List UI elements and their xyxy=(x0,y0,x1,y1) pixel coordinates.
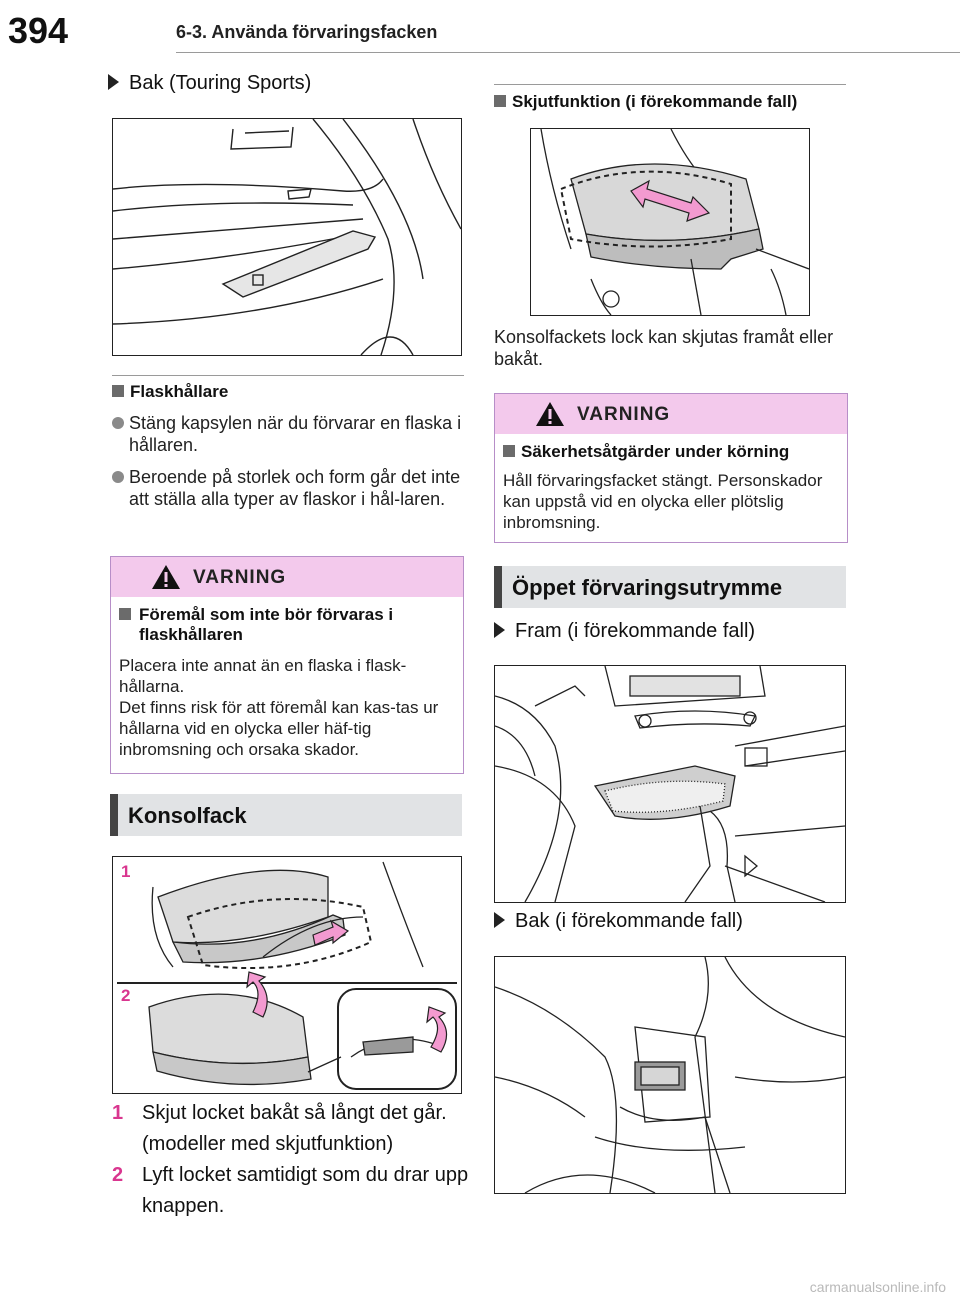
warning-title: VARNING xyxy=(193,567,287,588)
square-bullet-icon xyxy=(494,95,506,107)
header-rule xyxy=(176,52,960,53)
armrest-illustration: 1 2 xyxy=(117,861,457,1090)
warning-header: VARNING xyxy=(495,394,847,434)
warning-body-1: Placera inte annat än en flaska i flask-… xyxy=(119,656,407,696)
figure-label-1: 1 xyxy=(121,862,130,881)
figure-slide-armrest xyxy=(530,128,810,316)
figure-console-armrest: 1 2 xyxy=(112,856,462,1094)
section-title: Konsolfack xyxy=(128,803,247,828)
triangle-bullet-icon xyxy=(494,912,505,928)
triangle-bullet-icon xyxy=(494,622,505,638)
bottle-bullet-2: Beroende på storlek och form går det int… xyxy=(112,466,469,510)
warning-body-2: Det finns risk för att föremål kan kas-t… xyxy=(119,698,439,759)
slide-heading: Skjutfunktion (i förekommande fall) xyxy=(494,92,797,112)
square-bullet-icon xyxy=(119,608,131,620)
chapter-title: 6-3. Använda förvaringsfacken xyxy=(176,22,438,42)
slide-illustration xyxy=(540,129,809,315)
circle-bullet-icon xyxy=(112,471,124,483)
figure-label-2: 2 xyxy=(121,986,130,1005)
warning-box-bottle: VARNING Föremål som inte bör förvaras i … xyxy=(110,556,464,774)
figure-rear-storage xyxy=(494,956,846,1194)
section-open-storage: Öppet förvaringsutrymme xyxy=(494,566,846,608)
warning-subheading: Säkerhetsåtgärder under körning xyxy=(503,442,839,462)
warning-triangle-icon xyxy=(152,565,180,589)
section-title: Öppet förvaringsutrymme xyxy=(512,575,783,600)
bottle-bullet-1: Stäng kapsylen när du förvarar en flaska… xyxy=(112,412,469,456)
figure-rear-door xyxy=(112,118,462,356)
section-rule xyxy=(112,375,464,376)
front-storage-illustration xyxy=(495,666,845,902)
step-number: 2 xyxy=(112,1164,124,1186)
warning-body: Håll förvaringsfacket stängt. Personskad… xyxy=(503,471,823,532)
section-rule xyxy=(494,84,846,85)
front-storage-label: Fram (i förekommande fall) xyxy=(494,620,755,643)
page-number: 394 xyxy=(8,10,69,51)
footer-watermark: carmanualsonline.info xyxy=(809,1279,946,1295)
section-console: Konsolfack xyxy=(110,794,462,836)
door-panel-illustration xyxy=(113,119,461,355)
circle-bullet-icon xyxy=(112,417,124,429)
warning-subheading: Föremål som inte bör förvaras i flaskhål… xyxy=(119,605,475,645)
warning-box-driving: VARNING Säkerhetsåtgärder under körning … xyxy=(494,393,848,543)
bottle-holder-heading: Flaskhållare xyxy=(112,382,228,402)
warning-triangle-icon xyxy=(536,402,564,426)
rear-storage-illustration xyxy=(495,957,845,1193)
triangle-bullet-icon xyxy=(108,74,119,90)
square-bullet-icon xyxy=(503,445,515,457)
rear-touring-label: Bak (Touring Sports) xyxy=(108,72,311,95)
square-bullet-icon xyxy=(112,385,124,397)
warning-title: VARNING xyxy=(577,404,671,425)
figure-front-storage xyxy=(494,665,846,903)
warning-header: VARNING xyxy=(111,557,463,597)
step-number: 1 xyxy=(112,1102,124,1124)
rear-storage-label: Bak (i förekommande fall) xyxy=(494,910,743,933)
slide-caption: Konsolfackets lock kan skjutas framåt el… xyxy=(494,327,834,369)
